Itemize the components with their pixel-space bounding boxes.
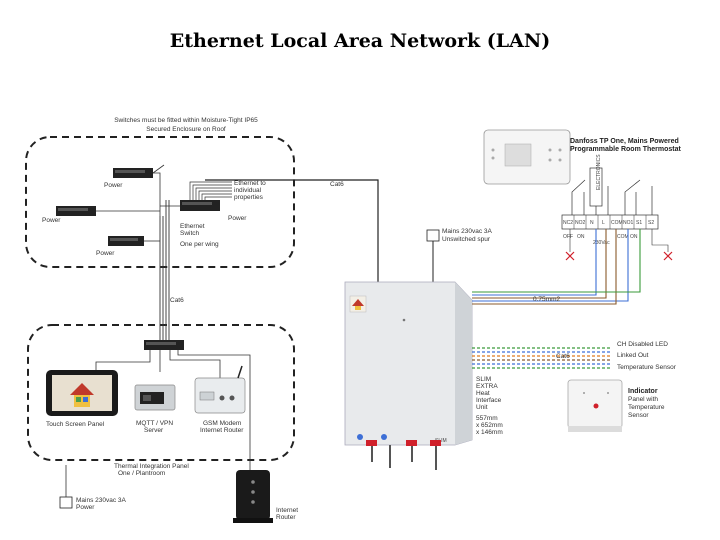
- note-on-2: ON: [630, 234, 638, 240]
- ethernet-bundle: [189, 181, 232, 200]
- terminal-nc2: NC2: [563, 220, 573, 226]
- hiu-valves: [357, 434, 441, 470]
- terminal-n: N: [590, 220, 594, 226]
- ethernet-to-1: Ethernet to: [234, 180, 266, 187]
- spur-bottom-label-1: Mains 230vac 3A: [76, 497, 127, 504]
- hiu-dims-2: x 652mm: [476, 422, 503, 429]
- thermal-panel-label-1: Thermal Integration Panel: [114, 463, 189, 470]
- indicator-line-1: CH Disabled LED: [617, 341, 668, 348]
- indicator-panel-label-1: Indicator: [628, 388, 658, 395]
- gsm-label-1: GSM Modem: [203, 420, 241, 427]
- spur-bottom: [59, 465, 73, 509]
- enclosure-note-1: Switches must be fitted within Moisture-…: [114, 117, 258, 124]
- internet-router-icon: [233, 470, 273, 523]
- terminal-no1: NO1: [623, 220, 634, 226]
- cat6-trunk: [159, 200, 170, 340]
- mqtt-label-2: Server: [144, 427, 164, 434]
- spur-top-label-2: Unswitched spur: [442, 236, 491, 243]
- gsm-modem-icon: [194, 365, 246, 414]
- ethernet-switch-main: [180, 200, 220, 211]
- power-label-2: Power: [42, 217, 61, 224]
- router-label-1: Internet: [276, 507, 298, 514]
- hiu-label-4: Interface: [476, 397, 502, 404]
- note-230: 230Vac: [593, 240, 610, 246]
- wire-075-label: 0.75mm2: [533, 296, 560, 303]
- touch-screen-label: Touch Screen Panel: [46, 421, 105, 428]
- switch-interconnects: [96, 172, 180, 242]
- terminal-l: L: [602, 220, 605, 226]
- cat6-top-line: [205, 179, 379, 285]
- mqtt-label-1: MQTT / VPN: [136, 420, 173, 427]
- power-label-3: Power: [96, 250, 115, 257]
- touch-screen-panel: [46, 370, 118, 416]
- thermal-panel-label-2: One / Plantroom: [118, 470, 165, 477]
- terminal-schematic: [571, 167, 653, 215]
- spur-bottom-label-2: Power: [76, 504, 95, 511]
- hiu-dims-3: x 146mm: [476, 429, 503, 436]
- ethernet-switch-3: [108, 236, 144, 246]
- gsm-label-2: Internet Router: [200, 427, 244, 434]
- terminal-s1: S1: [636, 220, 642, 226]
- power-label-1: Power: [104, 182, 123, 189]
- spur-top-label-1: Mains 230vac 3A: [442, 228, 493, 235]
- hiu-label-1: SLIM: [476, 376, 491, 383]
- cat6-label-right: Cat6: [556, 353, 570, 360]
- power-label-4: Power: [228, 215, 247, 222]
- plantroom-wiring: [95, 350, 251, 505]
- ethernet-to-3: properties: [234, 194, 264, 201]
- electronics-label: ELECTRONICS: [596, 154, 602, 190]
- thermostat-device: [483, 129, 571, 185]
- note-com: COM: [617, 234, 629, 240]
- thermostat-label-1: Danfoss TP One, Mains Powered: [570, 138, 679, 145]
- hiu-dims-1: 557mm: [476, 415, 498, 422]
- page-title: Ethernet Local Area Network (LAN): [169, 30, 551, 52]
- mqtt-server-icon: [134, 384, 176, 411]
- one-per-wing-label: One per wing: [180, 241, 219, 248]
- terminal-strip: [561, 214, 659, 230]
- hiu-label-2: EXTRA: [476, 383, 498, 390]
- indicator-wires: [472, 347, 612, 369]
- thermostat-wires: [472, 229, 641, 305]
- note-off: OFF: [563, 234, 573, 240]
- terminal-com: COM: [611, 220, 623, 226]
- plantroom-enclosure: [27, 324, 295, 461]
- thermostat-label-2: Programmable Room Thermostat: [570, 146, 682, 153]
- hiu-label-5: Unit: [476, 404, 488, 411]
- indicator-panel-label-3: Temperature: [628, 404, 665, 411]
- cat6-label-mid: Cat6: [170, 297, 184, 304]
- spur-top: [426, 229, 440, 282]
- ethernet-to-2: individual: [234, 187, 262, 194]
- ethernet-switch-2: [56, 206, 96, 216]
- ethernet-switch-label-1: Ethernet: [180, 223, 205, 230]
- hiu-unit: [344, 281, 473, 446]
- indicator-panel-device: [567, 379, 623, 432]
- hiu-label-3: Heat: [476, 390, 490, 397]
- plantroom-switch: [144, 340, 184, 350]
- terminal-no2: NO2: [575, 220, 586, 226]
- terminal-s2: S2: [648, 220, 654, 226]
- indicator-panel-label-4: Sensor: [628, 412, 649, 419]
- note-on: ON: [577, 234, 585, 240]
- enclosure-note-2: Secured Enclosure on Roof: [146, 126, 226, 133]
- cat6-label-top: Cat6: [330, 181, 344, 188]
- unused-terminal-leads: [569, 229, 669, 252]
- unused-terminal-marks: [565, 251, 673, 261]
- ethernet-switch-label-2: Switch: [180, 230, 200, 237]
- indicator-panel-label-2: Panel with: [628, 396, 658, 403]
- indicator-line-3: Temperature Sensor: [617, 364, 677, 371]
- router-label-2: Router: [276, 514, 296, 521]
- ethernet-switch-1: [113, 164, 165, 178]
- indicator-line-2: Linked Out: [617, 352, 649, 359]
